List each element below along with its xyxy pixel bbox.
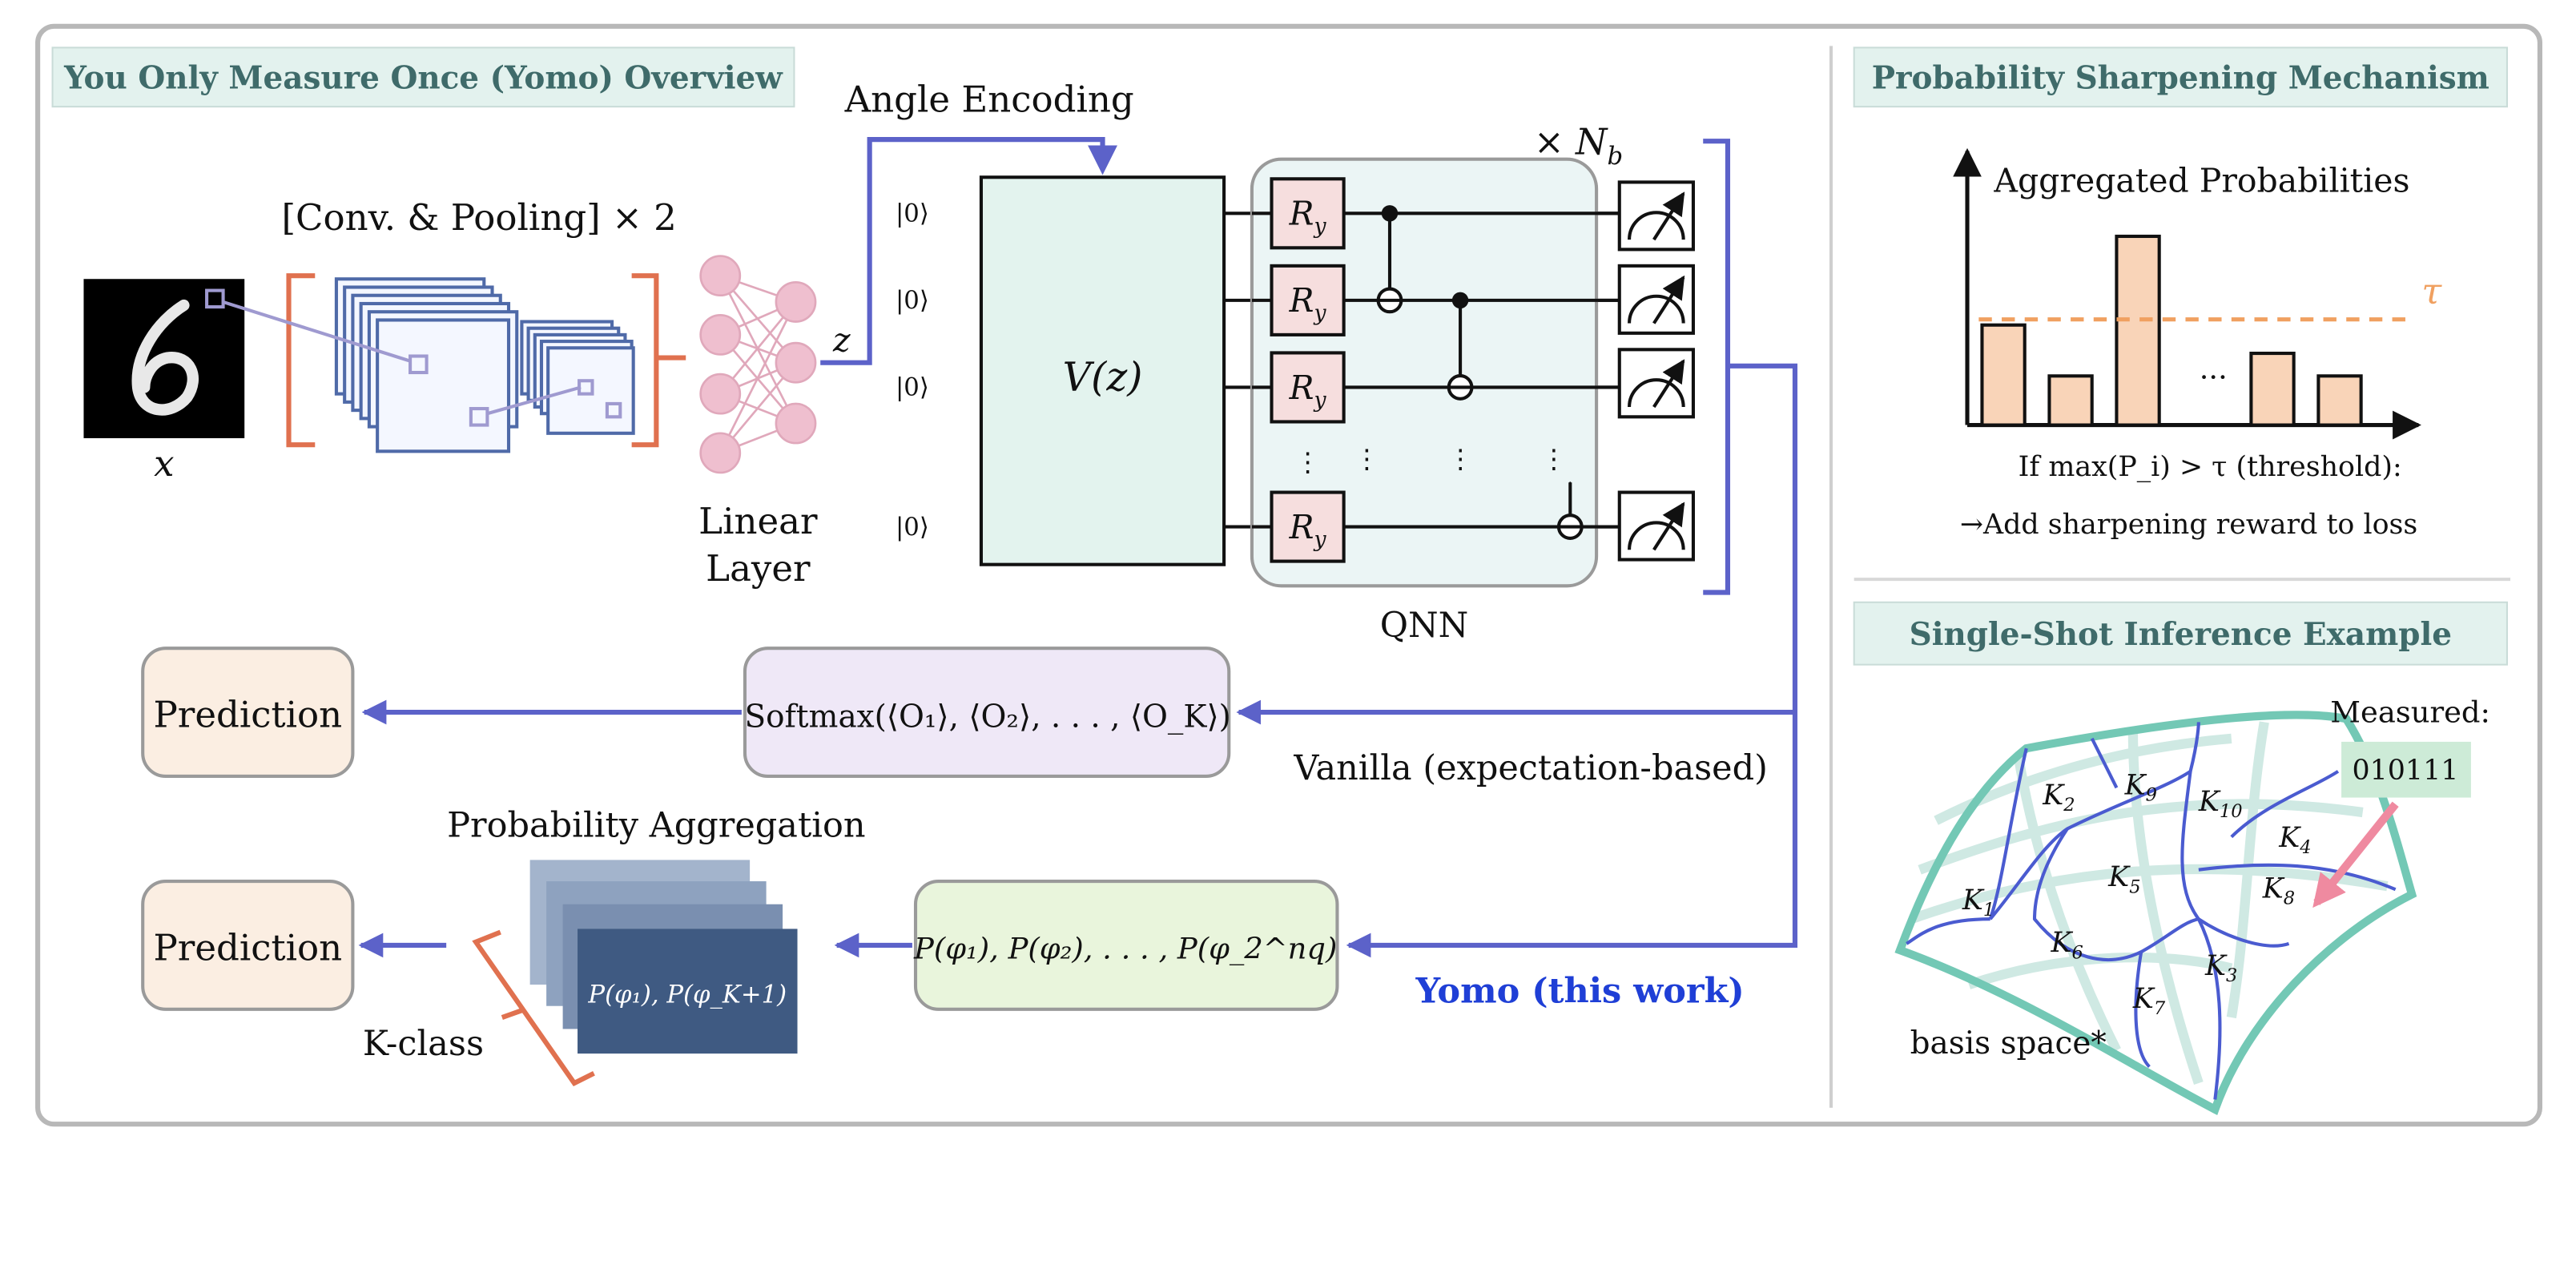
kclass-bracket: [472, 929, 595, 1086]
prediction-box-1: Prediction: [141, 647, 355, 778]
vdots-1: ⋮: [1294, 447, 1321, 477]
chart-ellipsis: ···: [2200, 360, 2228, 394]
qubit-label-1: |0⟩: [896, 199, 929, 228]
prediction-label-1: Prediction: [153, 693, 342, 735]
measurement-meter-icon: [1617, 348, 1695, 419]
sharpening-title-box: Probability Sharpening Mechanism: [1853, 46, 2508, 108]
ry-gate-3: Ry: [1270, 351, 1346, 424]
ry-gate-4: Ry: [1270, 490, 1346, 563]
cnn-bracket-right: [631, 273, 686, 448]
cnot-1: [1376, 205, 1403, 314]
rule-line-2: →Add sharpening reward to loss: [1960, 509, 2417, 541]
sharpening-chart: Aggregated Probabilities ··· τ: [1953, 147, 2442, 440]
softmax-box: [743, 647, 1231, 778]
aggregation-stack: P(φ₁), P(φ_K+1): [529, 860, 798, 1054]
basis-space-label: basis space*: [1910, 1025, 2107, 1061]
vz-label: V(z): [1063, 354, 1143, 401]
main-title: You Only Measure Once (Yomo) Overview: [63, 60, 783, 97]
chart-bar-2: [2047, 374, 2094, 427]
inference-title-box: Single-Shot Inference Example: [1853, 601, 2508, 666]
yomo-label: Yomo (this work): [1415, 972, 1744, 1012]
measurement-meter-icon: [1617, 490, 1695, 562]
linear-label-1: Linear: [698, 500, 818, 542]
chart-title: Aggregated Probabilities: [1993, 162, 2409, 200]
angle-encoding-arrow: [820, 137, 1117, 365]
qubit-label-2: |0⟩: [896, 286, 929, 315]
probability-box: [913, 879, 1339, 1011]
conv-label: [Conv. & Pooling] × 2: [281, 196, 676, 239]
vdots-3: ⋮: [1447, 444, 1474, 474]
z-label: z: [832, 320, 851, 359]
angle-encoding-label: Angle Encoding: [844, 78, 1134, 120]
vdots-4: ⋮: [1540, 444, 1567, 474]
softmax-text: Softmax(⟨O₁⟩, ⟨O₂⟩, . . . , ⟨O_K⟩): [744, 699, 1230, 735]
probability-text: P(φ₁), P(φ₂), . . . , P(φ_2^nq): [913, 931, 1337, 966]
inference-title: Single-Shot Inference Example: [1910, 616, 2452, 653]
prediction-label-2: Prediction: [153, 926, 342, 969]
svg-text:Ry: Ry: [1289, 369, 1327, 413]
tau-label: τ: [2421, 270, 2442, 312]
svg-text:Ry: Ry: [1289, 508, 1327, 552]
sharpening-title: Probability Sharpening Mechanism: [1872, 60, 2489, 97]
measurement-meter-icon: [1617, 264, 1695, 335]
qubit-label-3: |0⟩: [896, 373, 929, 402]
cnot-2: [1447, 292, 1474, 401]
svg-text:K7: K7: [2132, 983, 2166, 1019]
qnn-label: QNN: [1380, 606, 1469, 646]
repeat-label: × Nb: [1534, 121, 1623, 171]
measured-value-box: [2341, 741, 2471, 798]
yomo-flow-arrow: [1346, 363, 1798, 958]
vz-encoder-box: [979, 175, 1226, 566]
input-x-label: x: [154, 442, 174, 485]
svg-text:K2: K2: [2042, 779, 2075, 816]
feature-maps-large: [334, 277, 519, 453]
vanilla-label: Vanilla (expectation-based): [1293, 748, 1768, 788]
measured-value: 010111: [2353, 755, 2459, 787]
agg-box-text: P(φ₁), P(φ_K+1): [587, 981, 787, 1009]
measured-label: Measured:: [2330, 695, 2490, 729]
cnot-3: [1556, 481, 1584, 540]
chart-bar-1: [1980, 323, 2027, 427]
prediction-box-2: Prediction: [141, 879, 355, 1011]
measured-arrow: [2312, 801, 2399, 908]
cnot-control-dot: [1381, 205, 1399, 222]
digit-six-image: [83, 279, 245, 438]
prob-agg-label: Probability Aggregation: [447, 806, 865, 846]
svg-text:Ry: Ry: [1289, 195, 1327, 239]
kclass-label: K-class: [363, 1024, 484, 1064]
qubit-label-4: |0⟩: [896, 513, 929, 542]
main-title-box: You Only Measure Once (Yomo) Overview: [51, 46, 795, 108]
vdots-2: ⋮: [1354, 444, 1380, 474]
linear-label-2: Layer: [706, 547, 811, 590]
chart-bar-5: [2316, 374, 2363, 427]
svg-text:K4: K4: [2278, 822, 2311, 858]
conv-link-1: [222, 300, 411, 363]
measurement-meter-icon: [1617, 180, 1695, 252]
chart-bar-4: [2249, 351, 2296, 427]
conv-link-2: [486, 385, 582, 416]
ry-gate-1: Ry: [1270, 177, 1346, 250]
linear-layer: [699, 255, 817, 474]
chart-bar-3: [2115, 234, 2161, 427]
svg-text:Ry: Ry: [1289, 281, 1327, 325]
cnn-bracket-left: [286, 273, 316, 448]
rule-line-1: If max(P_i) > τ (threshold):: [2019, 451, 2402, 483]
ry-gate-2: Ry: [1270, 264, 1346, 336]
